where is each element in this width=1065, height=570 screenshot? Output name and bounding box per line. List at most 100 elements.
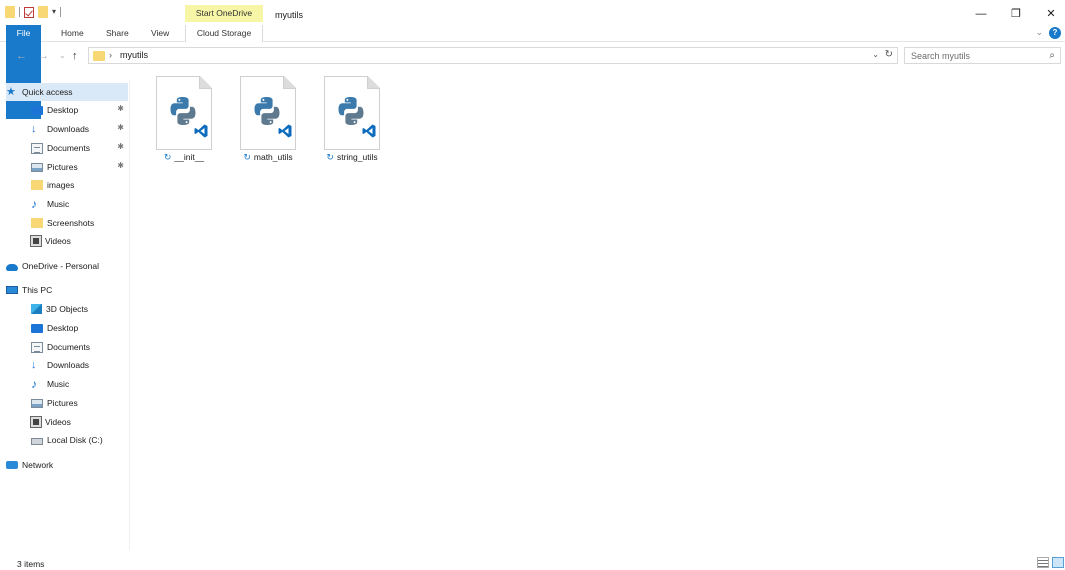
python-logo-icon [338,97,364,125]
breadcrumb-myutils[interactable]: myutils [120,50,149,60]
sidebar-item-label: Pictures [47,162,78,172]
pin-icon: ✱ [117,142,124,151]
sync-status-icon: ↻ [243,152,251,162]
sidebar-item-3d-objects[interactable]: 3D Objects [31,300,128,318]
videos-icon [30,235,42,247]
tab-view[interactable]: View [151,28,170,38]
sidebar-item-pc-pictures[interactable]: Pictures [31,394,128,412]
python-file-icon [156,76,212,150]
sidebar-item-videos[interactable]: Videos [30,232,128,250]
vscode-badge-icon [362,124,376,138]
sidebar-item-images[interactable]: images [31,176,128,194]
sidebar-item-label: Desktop [47,323,79,333]
file-item[interactable]: ↻__init__ [140,72,220,166]
tab-file[interactable]: File [6,25,41,119]
vscode-badge-icon [194,124,208,138]
sidebar-item-label: OneDrive - Personal [22,261,100,271]
pictures-icon [31,162,43,172]
sidebar-item-local-disk[interactable]: Local Disk (C:) [31,431,128,449]
file-name-text: string_utils [336,152,378,162]
sidebar-item-label: Local Disk (C:) [47,435,103,445]
customize-toolbar-dropdown[interactable]: ▾ [52,7,57,16]
sidebar-item-label: Downloads [47,360,90,370]
toolbar-divider [60,7,62,17]
sidebar-item-pc-downloads[interactable]: ↓ Downloads [31,356,128,374]
details-view-icon[interactable] [1037,557,1049,568]
tab-home[interactable]: Home [61,28,84,38]
sidebar-item-pc-music[interactable]: ♪ Music [31,375,128,393]
file-name-text: math_utils [253,152,293,162]
sidebar-item-desktop[interactable]: Desktop ✱ [31,101,128,119]
python-logo-icon [254,97,280,125]
window-title: myutils [275,10,304,20]
sidebar-item-screenshots[interactable]: Screenshots [31,214,128,232]
python-logo-icon [170,97,196,125]
sidebar-item-onedrive[interactable]: OneDrive - Personal [6,257,128,275]
minimize-button[interactable]: — [975,8,987,20]
status-bar: 3 items [0,556,1065,570]
search-icon[interactable]: ⌕ [1049,50,1055,61]
back-icon[interactable]: ← [16,50,27,62]
search-box[interactable]: ⌕ [904,47,1061,64]
address-bar[interactable]: › myutils ⌄ ↻ [88,47,898,64]
sidebar-item-quick-access[interactable]: ★ Quick access [6,83,128,101]
sidebar-item-label: Documents [47,143,90,153]
sidebar-item-network[interactable]: Network [6,456,128,474]
expand-ribbon-icon[interactable]: ⌄ [1035,27,1043,37]
sidebar-item-label: Music [47,199,70,209]
documents-icon [31,142,43,154]
sidebar-item-label: images [47,180,75,190]
tab-share[interactable]: Share [106,28,129,38]
properties-icon[interactable] [24,6,34,18]
address-dropdown-icon[interactable]: ⌄ [872,50,879,59]
close-button[interactable]: ✕ [1046,8,1056,20]
sync-status-icon: ↻ [163,152,172,162]
network-icon [6,461,18,469]
sidebar-item-label: Downloads [47,124,90,134]
file-item[interactable]: ↻string_utils [308,72,388,166]
sidebar-item-pictures[interactable]: Pictures ✱ [31,158,128,176]
recent-locations-icon[interactable]: ⌄ [59,51,66,60]
sidebar-item-downloads[interactable]: ↓ Downloads ✱ [31,120,128,138]
music-icon: ♪ [31,376,37,391]
breadcrumb-separator-icon[interactable]: › [109,50,112,60]
file-name[interactable]: ↻__init__ [140,152,228,163]
forward-icon[interactable]: → [38,50,49,62]
large-icons-view-icon[interactable] [1052,557,1064,568]
tab-cloud-storage[interactable]: Cloud Storage [185,25,263,42]
sidebar-item-pc-desktop[interactable]: Desktop [31,319,128,337]
sidebar-item-label: Music [47,379,70,389]
vscode-badge-icon [278,124,292,138]
folder-icon [31,218,43,228]
file-name-text: __init__ [174,152,205,162]
documents-icon [31,341,43,353]
sidebar-item-pc-documents[interactable]: Documents [31,338,128,356]
downloads-icon: ↓ [31,122,37,135]
maximize-button[interactable]: ❐ [1011,8,1021,20]
item-count: 3 items [17,559,45,569]
sidebar-item-pc-videos[interactable]: Videos [30,413,128,431]
refresh-icon[interactable]: ↻ [884,49,893,60]
search-input[interactable] [911,48,1041,63]
title-bar: ▾ Start OneDrive myutils — ❐ ✕ [0,0,1065,25]
pin-icon: ✱ [117,161,124,170]
file-name[interactable]: ↻math_utils [224,152,312,163]
sidebar-item-label: Desktop [47,105,79,115]
sidebar-item-music[interactable]: ♪ Music [31,195,128,213]
file-item[interactable]: ↻math_utils [224,72,304,166]
ribbon-tabs: File Home Share View Cloud Storage ⌄ ? [0,25,1065,119]
start-onedrive-tab[interactable]: Start OneDrive [185,5,263,22]
navigation-bar: ← → ⌄ ↑ › myutils ⌄ ↻ ⌕ [0,46,1065,66]
up-icon[interactable]: ↑ [72,50,78,62]
new-folder-icon[interactable] [38,6,48,18]
folder-icon[interactable] [5,6,15,18]
3d-objects-icon [31,304,42,314]
folder-icon [31,180,43,190]
desktop-icon [31,105,43,115]
file-name[interactable]: ↻string_utils [308,152,396,163]
sidebar-item-label: Videos [45,417,71,427]
help-icon[interactable]: ? [1049,27,1061,39]
sidebar-item-documents[interactable]: Documents ✱ [31,139,128,157]
sidebar-item-this-pc[interactable]: This PC [6,281,128,299]
pin-icon: ✱ [117,104,124,113]
